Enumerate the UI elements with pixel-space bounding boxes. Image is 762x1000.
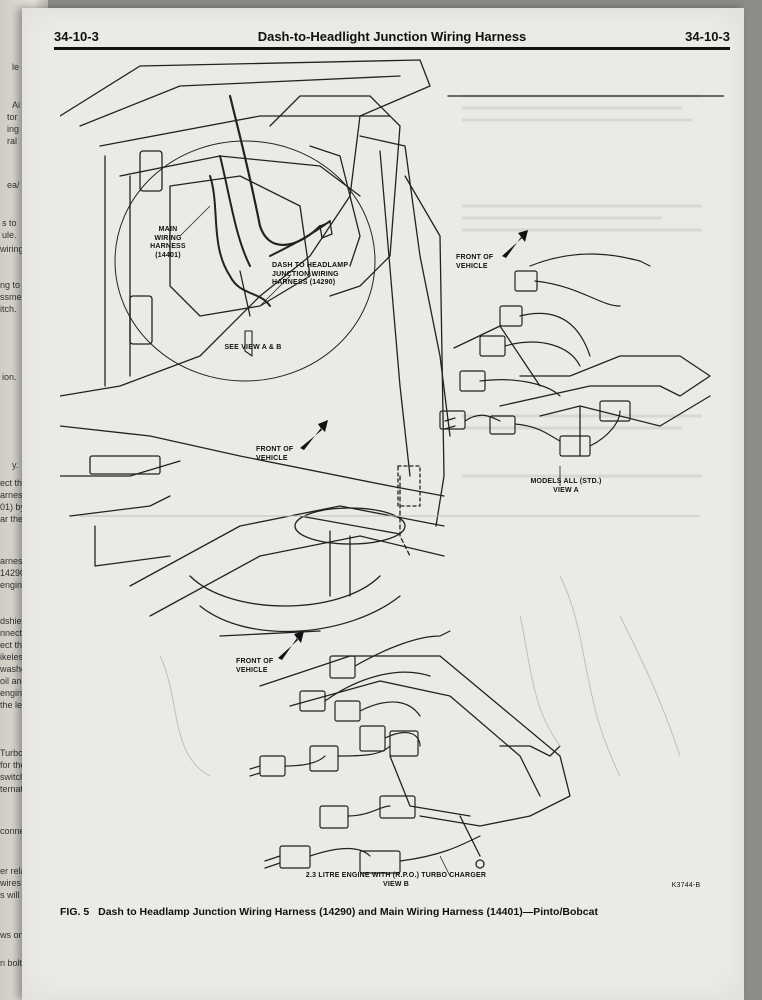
adjacent-page-text-fragment: ect the: [0, 478, 28, 488]
adjacent-page-text-fragment: ing: [7, 124, 20, 134]
figure-caption-text: Dash to Headlamp Junction Wiring Harness…: [98, 906, 598, 918]
label-models-all-view-a: MODELS ALL (STD.) VIEW A: [530, 478, 602, 494]
adjacent-page-text-fragment: arness: [0, 490, 28, 500]
adjacent-page-text-fragment: nnector: [0, 628, 31, 638]
adjacent-page-text-fragment: Ai: [12, 100, 21, 110]
adjacent-page-text-fragment: ea/: [7, 180, 20, 190]
page-header: 34-10-3 Dash-to-Headlight Junction Wirin…: [54, 26, 730, 50]
adjacent-page-text-fragment: engine: [0, 688, 28, 698]
adjacent-page-text-fragment: n bolt, s: [0, 958, 32, 968]
adjacent-page-text-fragment: s to: [2, 218, 17, 228]
adjacent-page-text-fragment: dshield: [0, 616, 29, 626]
label-dash-to-headlamp-harness: DASH TO HEADLAMP JUNCTION WIRING HARNESS…: [272, 262, 349, 286]
label-main-wiring-harness: MAIN WIRING HARNESS (14401): [150, 226, 186, 259]
label-front-of-vehicle-view-a: FRONT OF VEHICLE: [456, 254, 494, 270]
adjacent-page-text-fragment: y.: [12, 460, 19, 470]
adjacent-page-text-fragment: le: [12, 62, 20, 72]
label-part-code: K3744-B: [671, 882, 701, 889]
adjacent-page-text-fragment: wires ar: [0, 878, 32, 888]
adjacent-page-text-fragment: 01) by: [0, 502, 26, 512]
adjacent-page-text-fragment: ect the: [0, 640, 28, 650]
adjacent-page-text-fragment: ar the: [0, 514, 24, 524]
adjacent-page-text-fragment: 14290: [0, 568, 26, 578]
label-turbo-view-b: 2.3 LITRE ENGINE WITH (R.P.O.) TURBO CHA…: [305, 872, 487, 888]
adjacent-page-text-fragment: for the: [0, 760, 26, 770]
adjacent-page-text-fragment: ral: [7, 136, 18, 146]
adjacent-page-text-fragment: ikeless: [0, 652, 28, 662]
manual-page: 34-10-3 Dash-to-Headlight Junction Wirin…: [22, 8, 744, 1000]
adjacent-page-text-fragment: itch.: [0, 304, 17, 314]
adjacent-page-text-fragment: ternator: [0, 784, 32, 794]
label-front-of-vehicle-view-b: FRONT OF VEHICLE: [236, 658, 274, 674]
adjacent-page-text-fragment: er relay: [0, 866, 31, 876]
wiring-figure: MAIN WIRING HARNESS (14401) DASH TO HEAD…: [60, 56, 724, 902]
page-number-left: 34-10-3: [54, 29, 99, 44]
adjacent-page-text-fragment: oil and: [0, 676, 27, 686]
wiring-illustration: [60, 59, 724, 877]
label-see-view: SEE VIEW A & B: [224, 344, 282, 351]
adjacent-page-text-fragment: tor: [7, 112, 18, 122]
page-number-right: 34-10-3: [685, 29, 730, 44]
adjacent-page-text-fragment: ule.: [2, 230, 17, 240]
adjacent-page-text-fragment: ssmer: [0, 292, 25, 302]
adjacent-page-text-fragment: connect: [0, 826, 32, 836]
adjacent-page-text-fragment: s will be: [0, 890, 33, 900]
figure-caption: FIG. 5 Dash to Headlamp Junction Wiring …: [60, 906, 598, 918]
figure-number: FIG. 5: [60, 906, 90, 918]
adjacent-page-text-fragment: engine: [0, 580, 28, 590]
adjacent-page-text-fragment: ng to: [0, 280, 21, 290]
adjacent-page-text-fragment: wiring: [0, 244, 24, 254]
adjacent-page-text-fragment: arness: [0, 556, 28, 566]
adjacent-page-text-fragment: the left: [0, 700, 28, 710]
adjacent-page-text-fragment: switch: [0, 772, 26, 782]
page-title: Dash-to-Headlight Junction Wiring Harnes…: [257, 29, 527, 44]
label-front-of-vehicle-center: FRONT OF VEHICLE: [256, 446, 294, 462]
adjacent-page-text-fragment: ion.: [2, 372, 17, 382]
adjacent-page-text-fragment: Turbo: [0, 748, 24, 758]
adjacent-page-text-fragment: washer: [0, 664, 30, 674]
adjacent-page-text-fragment: ws on the: [0, 930, 39, 940]
